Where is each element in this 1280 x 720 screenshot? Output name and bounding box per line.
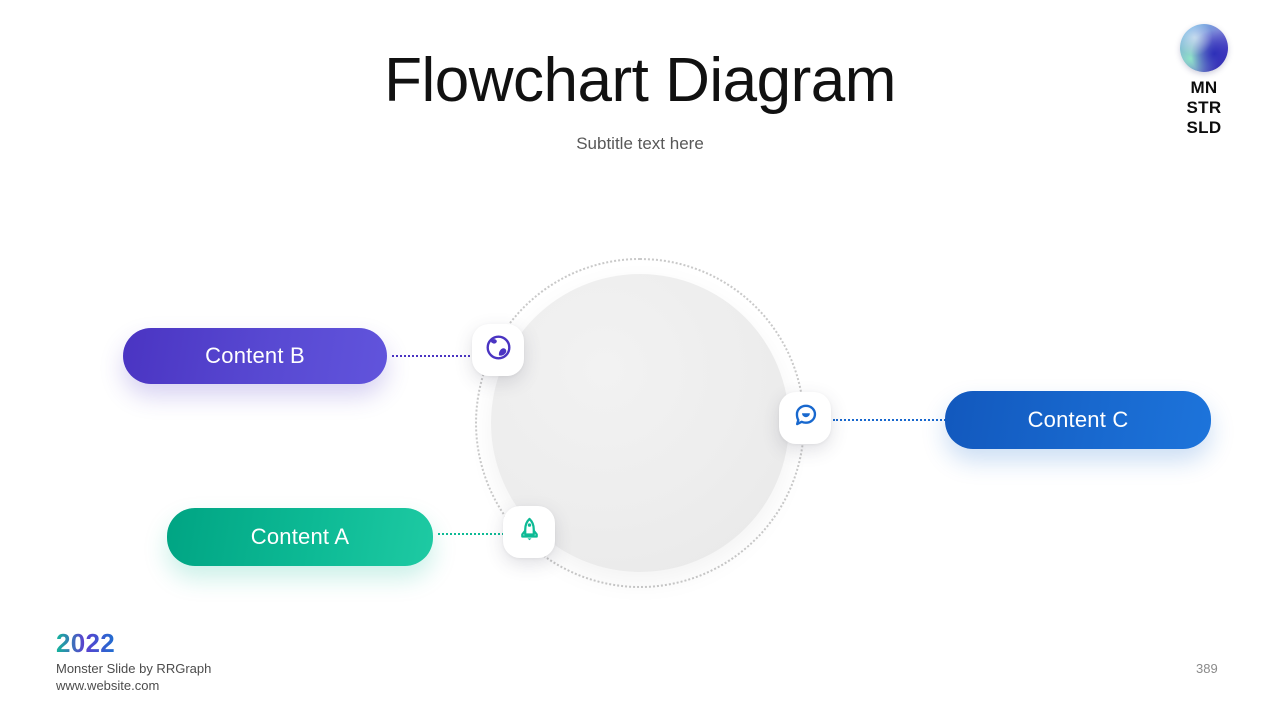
connector-content-a: [438, 533, 504, 535]
page-number: 389: [1196, 661, 1218, 676]
footer-website: www.website.com: [56, 678, 160, 693]
chat-bubble-icon: [792, 402, 819, 434]
node-label-content-a: Content A: [250, 524, 350, 549]
node-pill-content-b[interactable]: Content B: [123, 328, 387, 384]
node-label-content-c: Content C: [1027, 407, 1129, 432]
footer-year: 2022: [56, 628, 116, 658]
page-title: Flowchart Diagram: [384, 46, 896, 115]
connector-content-b: [392, 355, 470, 357]
brand-logo-line-1: MN: [1190, 78, 1218, 97]
brand-logo-line-3: SLD: [1186, 118, 1222, 138]
globe-icon: [485, 334, 512, 366]
footer-credit: Monster Slide by RRGraph: [56, 661, 212, 676]
rocket-icon: [516, 516, 543, 548]
connector-content-c: [833, 419, 946, 421]
brand-logo-line-2: STR: [1186, 98, 1222, 118]
node-pill-content-c[interactable]: Content C: [945, 391, 1211, 449]
brand-logo-text: MN STR SLD: [1172, 78, 1236, 138]
brand-logo: MN STR SLD: [1172, 24, 1236, 138]
icon-badge-content-c[interactable]: [779, 392, 831, 444]
icon-badge-content-b[interactable]: [472, 324, 524, 376]
node-pill-content-a[interactable]: Content A: [167, 508, 433, 566]
node-label-content-b: Content B: [205, 343, 305, 368]
icon-badge-content-a[interactable]: [503, 506, 555, 558]
page-subtitle: Subtitle text here: [576, 134, 704, 153]
gradient-sphere-logo-icon: [1180, 24, 1228, 72]
